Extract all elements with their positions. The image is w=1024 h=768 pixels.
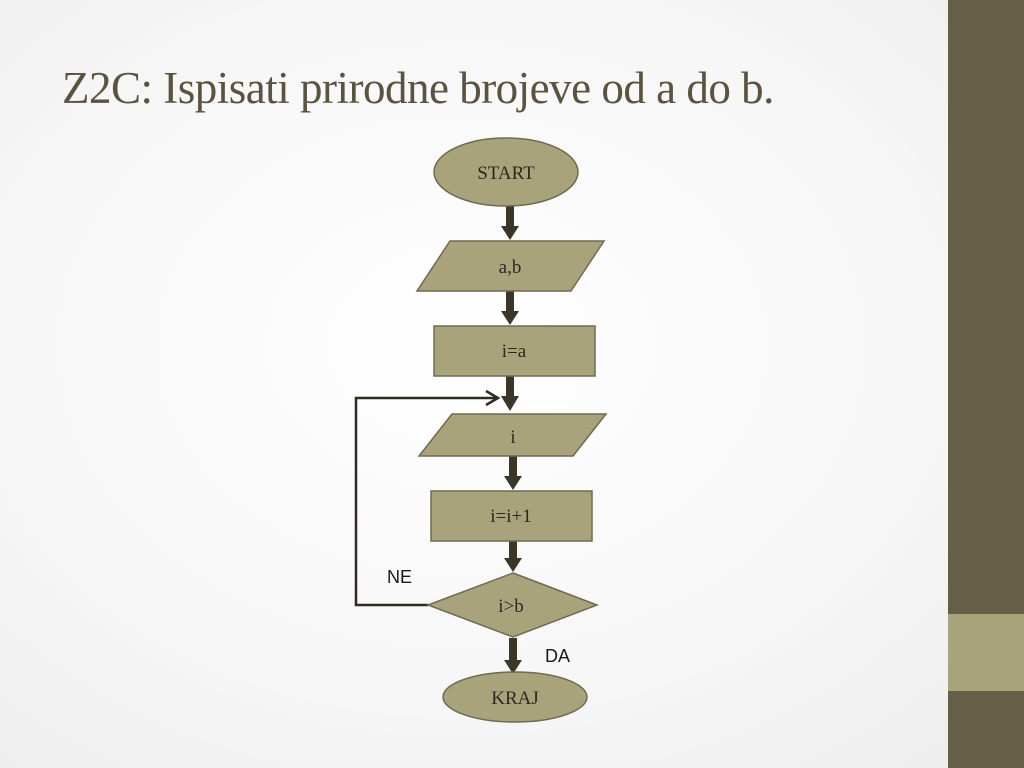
arrow-output-to-increment bbox=[504, 456, 522, 490]
node-increment-label: i=i+1 bbox=[490, 506, 532, 527]
node-output-label: i bbox=[510, 427, 515, 448]
node-start-label: START bbox=[477, 163, 535, 184]
node-init: i=a bbox=[433, 325, 596, 377]
arrow-input-to-init bbox=[501, 291, 519, 325]
arrow-init-to-output bbox=[501, 376, 519, 411]
arrow-increment-to-condition bbox=[504, 541, 522, 572]
node-output: i bbox=[417, 413, 608, 457]
node-init-label: i=a bbox=[502, 341, 527, 362]
node-end-label: KRAJ bbox=[491, 688, 539, 709]
sidebar-accent-block bbox=[948, 614, 1024, 691]
flowchart: START a,b i=a i i=i+1 i>b KRAJ NE DA bbox=[354, 137, 608, 723]
loop-back-connector bbox=[354, 389, 501, 607]
slide-title: Z2C: Ispisati prirodne brojeve od a do b… bbox=[62, 63, 774, 113]
node-condition: i>b bbox=[425, 572, 600, 638]
arrow-start-to-input bbox=[501, 206, 519, 240]
node-input-label: a,b bbox=[499, 257, 522, 278]
arrow-condition-to-end bbox=[504, 638, 522, 674]
branch-label-yes: DA bbox=[545, 646, 570, 666]
node-end: KRAJ bbox=[442, 671, 588, 723]
node-input: a,b bbox=[415, 240, 606, 292]
branch-label-no: NE bbox=[387, 567, 412, 587]
sidebar-decoration bbox=[948, 0, 1024, 768]
node-start: START bbox=[433, 137, 579, 207]
node-condition-label: i>b bbox=[498, 596, 524, 617]
node-increment: i=i+1 bbox=[430, 490, 593, 542]
